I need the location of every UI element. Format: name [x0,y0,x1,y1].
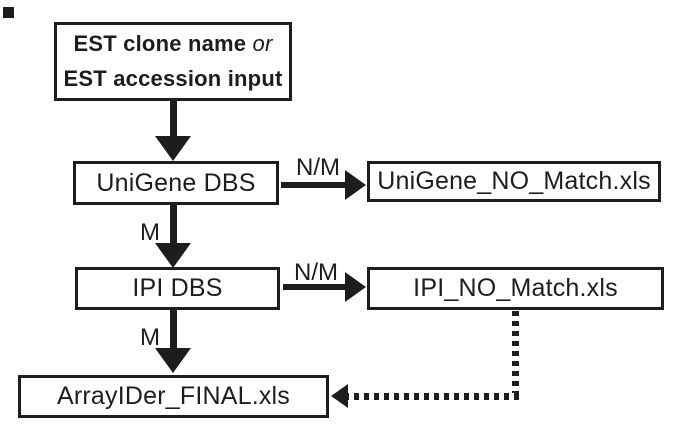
node-est-input: EST clone name or EST accession input [54,22,292,101]
arrow-unigene-to-nomatch-shaft [281,182,351,188]
node-arrayider-final: ArrayIDer_FINAL.xls [18,375,329,418]
est-input-or-text: or [252,31,273,56]
edge-label-unigene-nomatch: N/M [296,154,340,181]
arrow-ipi-to-nomatch-shaft [283,284,351,290]
arrow-unigene-to-nomatch-head [345,170,366,200]
dotted-connector-arrowhead [331,384,348,408]
est-input-line1-text: EST clone name [73,31,253,56]
dotted-connector-horizontal [348,393,519,400]
est-input-line1: EST clone name or [73,33,272,55]
node-ipi-no-match: IPI_NO_Match.xls [367,267,664,310]
arrow-est-to-unigene-head [155,136,191,161]
edge-label-ipi-match: M [140,324,160,351]
arrow-unigene-to-ipi-head [155,243,191,268]
edge-label-ipi-nomatch: N/M [294,259,338,286]
arrow-ipi-to-final-head [155,348,191,373]
arrow-ipi-to-nomatch-head [345,272,366,302]
scan-artifact-mark [3,7,14,18]
dotted-connector-vertical [512,311,519,393]
node-ipi-dbs: IPI DBS [75,267,280,310]
arrow-ipi-to-final-shaft [170,310,177,351]
node-unigene-no-match: UniGene_NO_Match.xls [367,161,661,202]
edge-label-unigene-match: M [140,219,160,246]
arrow-unigene-to-ipi-shaft [170,205,177,247]
est-input-line2: EST accession input [63,66,283,91]
arrow-est-to-unigene-shaft [170,101,177,138]
node-unigene-dbs: UniGene DBS [73,161,279,205]
